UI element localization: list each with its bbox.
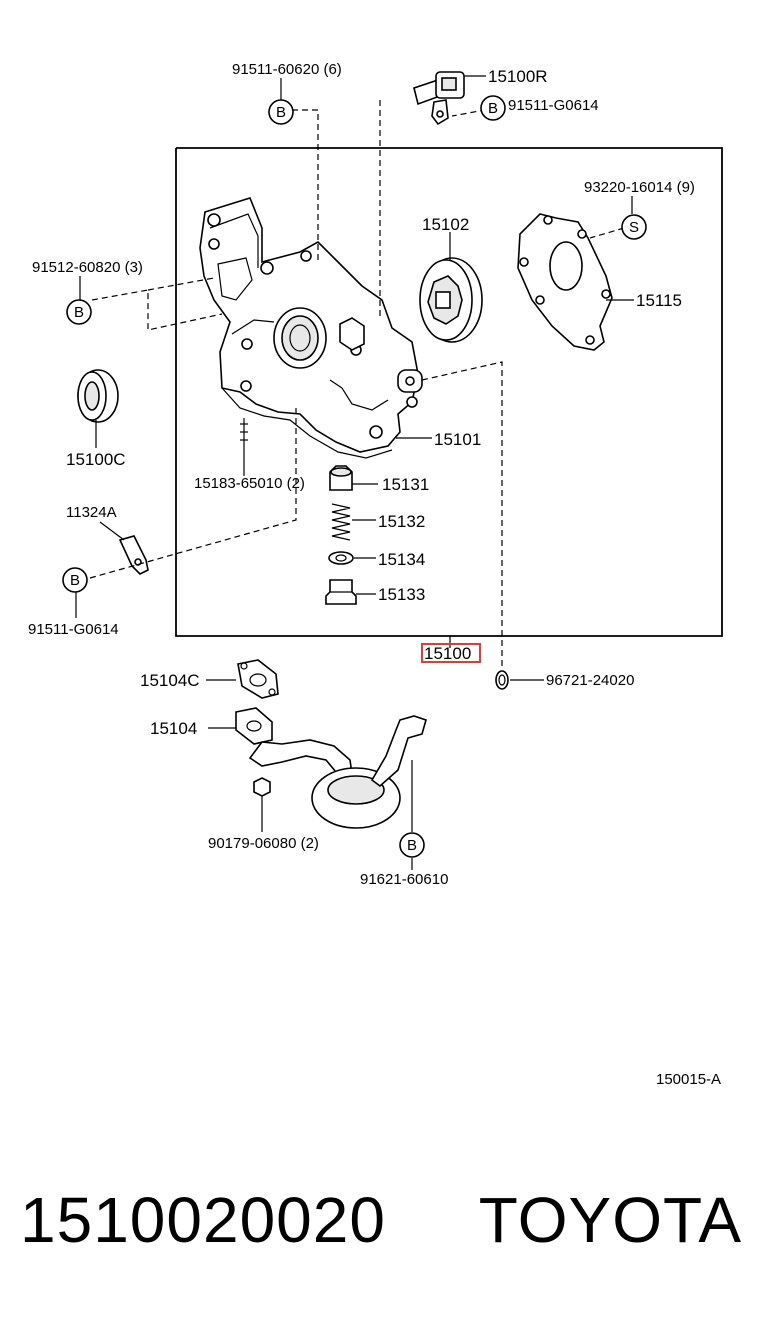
label-91512-60820: 91512-60820 (3)	[32, 259, 143, 276]
label-91621-60610: 91621-60610	[360, 871, 448, 888]
leader-lines	[75, 75, 634, 870]
highlight-15100[interactable]: 15100	[421, 643, 481, 663]
parts-diagram: B B S B B B 91511-60620 (6) 15100R 91511…	[28, 61, 723, 1088]
bolt-90179	[253, 777, 271, 804]
label-93220-16014: 93220-16014 (9)	[584, 179, 695, 196]
callout-b-label: B	[70, 572, 80, 589]
label-15104c: 15104C	[140, 671, 200, 690]
plug-15133	[325, 579, 357, 605]
callout-b-left: B	[66, 299, 92, 325]
label-96721-24020: 96721-24020	[546, 672, 634, 689]
label-15100r: 15100R	[488, 67, 548, 86]
label-15100c: 15100C	[66, 450, 126, 469]
label-15132: 15132	[378, 512, 425, 531]
stud-15183	[240, 418, 248, 452]
label-11324a: 11324A	[66, 504, 117, 521]
callout-b-strainer: B	[399, 832, 425, 858]
oil-seal-15100c	[77, 369, 119, 423]
footer-brand: TOYOTA	[478, 1184, 742, 1256]
highlight-box	[421, 643, 481, 663]
callout-b-sensor: B	[480, 95, 506, 121]
label-15104: 15104	[150, 719, 197, 738]
dashed-leader-lines	[89, 100, 625, 670]
gasket-15104c	[237, 659, 279, 699]
pump-cover-15115	[517, 213, 613, 351]
callout-b-top: B	[268, 99, 294, 125]
o-ring-96721	[495, 670, 509, 690]
label-91511-60620: 91511-60620 (6)	[232, 61, 342, 78]
spring-15132	[331, 503, 351, 541]
callout-s-label: S	[629, 219, 639, 236]
label-15102: 15102	[422, 215, 469, 234]
oil-pump-body	[199, 197, 423, 459]
assembly-frame	[175, 147, 723, 648]
label-15183-65010: 15183-65010 (2)	[194, 475, 305, 492]
callout-b-label: B	[488, 100, 498, 117]
label-15133: 15133	[378, 585, 425, 604]
label-15100: 15100	[424, 644, 471, 663]
label-91511-g0614-left: 91511-G0614	[28, 621, 119, 638]
label-91511-g0614-top: 91511-G0614	[508, 97, 599, 114]
callout-b-label: B	[407, 837, 417, 854]
callout-b-bracket: B	[62, 567, 88, 593]
oil-strainer-15104	[235, 707, 427, 829]
diagram-code: 150015-A	[656, 1071, 721, 1088]
sensor-15100r	[413, 71, 465, 126]
pump-rotor-15102	[419, 257, 483, 343]
label-15131: 15131	[382, 475, 429, 494]
label-15134: 15134	[378, 550, 425, 569]
label-15101: 15101	[434, 430, 481, 449]
label-90179-06080: 90179-06080 (2)	[208, 835, 319, 852]
callout-b-label: B	[276, 104, 286, 121]
callout-s: S	[621, 214, 647, 240]
relief-valve-15131	[329, 465, 353, 491]
label-15115: 15115	[636, 291, 682, 310]
washer-15134	[328, 551, 354, 565]
footer-part-number: 1510020020	[20, 1184, 386, 1256]
callout-b-label: B	[74, 304, 84, 321]
